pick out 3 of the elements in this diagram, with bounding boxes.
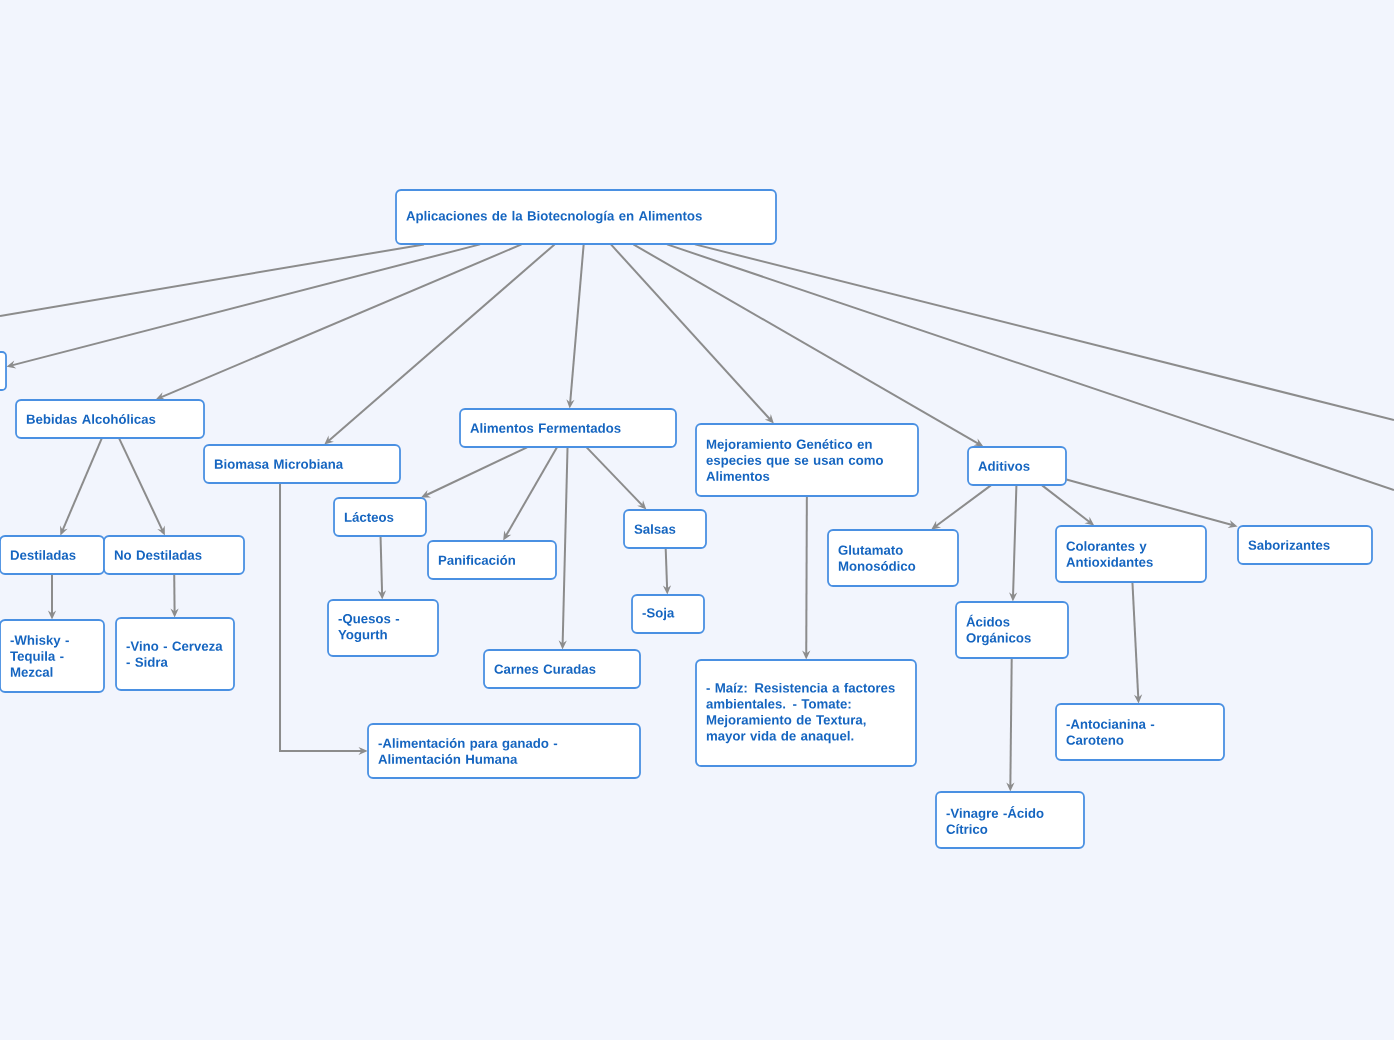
arrow — [421, 446, 529, 498]
arrow — [324, 243, 556, 445]
topic-box — [0, 351, 7, 391]
